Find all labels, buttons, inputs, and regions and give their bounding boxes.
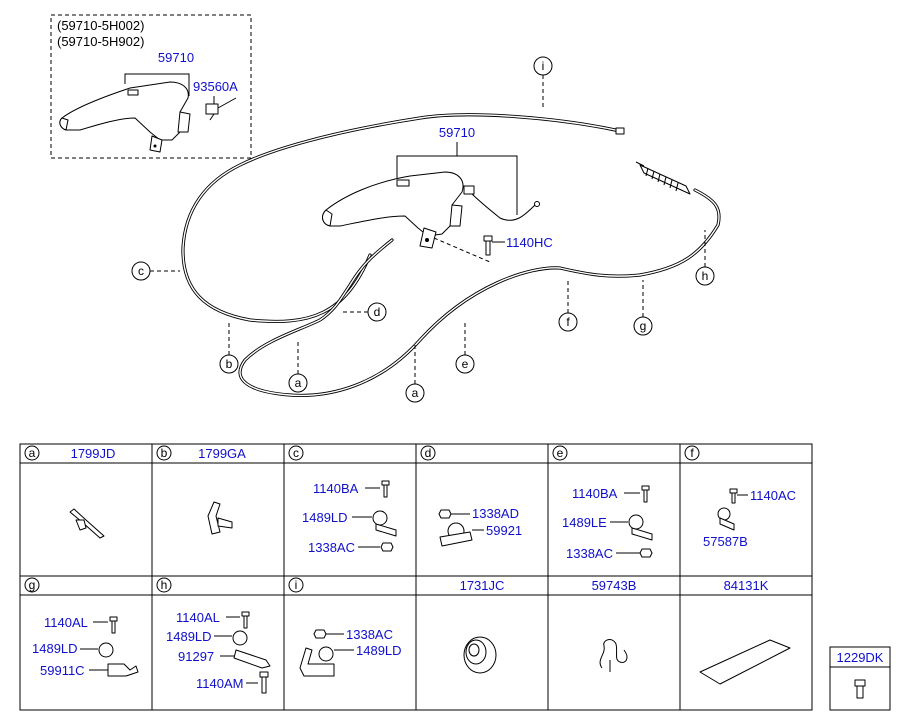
cell-e-letter: e bbox=[557, 446, 564, 460]
cell-c-label-3[interactable]: 1338AC bbox=[308, 540, 355, 555]
cell-i-letter: i bbox=[295, 578, 298, 592]
cell-1731jc-grommet-shape bbox=[463, 636, 497, 674]
cell-g-label-3[interactable]: 59911C bbox=[40, 663, 85, 678]
main-bolt-part-label[interactable]: 1140HC bbox=[506, 235, 553, 250]
cell-b-part[interactable]: 1799GA bbox=[198, 446, 246, 461]
cell-h-label-4[interactable]: 1140AM bbox=[196, 676, 243, 691]
cell-f-label-2[interactable]: 57587B bbox=[703, 534, 748, 549]
callout-h[interactable]: h bbox=[702, 269, 709, 283]
callout-b[interactable]: b bbox=[226, 357, 233, 371]
alt-part-number-1: (59710-5H002) bbox=[57, 18, 144, 33]
cell-i: 1338AC 1489LD bbox=[299, 627, 402, 677]
callout-a-2[interactable]: a bbox=[412, 386, 419, 400]
cell-84131k-part[interactable]: 84131K bbox=[724, 578, 769, 593]
callout-g[interactable]: g bbox=[640, 319, 647, 333]
cell-g-label-1[interactable]: 1140AL bbox=[44, 615, 88, 630]
cell-c-label-2[interactable]: 1489LD bbox=[302, 510, 348, 525]
cell-b-strap-shape bbox=[207, 501, 233, 535]
cell-f-letter: f bbox=[690, 446, 694, 460]
cell-c-label-1[interactable]: 1140BA bbox=[313, 481, 359, 496]
callout-c[interactable]: c bbox=[138, 264, 144, 278]
cell-b-letter: b bbox=[161, 446, 168, 460]
cell-h-letter: h bbox=[161, 578, 168, 592]
cell-h: 1140AL 1489LD 91297 1140AM bbox=[166, 610, 271, 694]
cell-e-label-3[interactable]: 1338AC bbox=[566, 546, 613, 561]
extra-1229dk-box: 1229DK bbox=[829, 646, 891, 711]
cell-59743b-part[interactable]: 59743B bbox=[592, 578, 637, 593]
table-row-1-headers: a 1799JD b 1799GA c d e f bbox=[24, 445, 700, 461]
cell-a-letter: a bbox=[29, 446, 36, 460]
parts-table: a 1799JD b 1799GA c d e f g h i 1731JC 5… bbox=[19, 443, 891, 711]
cell-d: 1338AD 59921 bbox=[438, 506, 522, 547]
cell-84131k-tape-shape bbox=[699, 639, 791, 685]
cell-f-label-1[interactable]: 1140AC bbox=[750, 488, 796, 503]
main-lever-assembly: 59710 1140HC bbox=[322, 125, 553, 263]
cell-h-label-2[interactable]: 1489LD bbox=[166, 629, 212, 644]
cell-h-label-3[interactable]: 91297 bbox=[178, 649, 214, 664]
cell-f: 1140AC 57587B bbox=[703, 488, 796, 549]
cell-e: 1140BA 1489LE 1338AC bbox=[562, 485, 653, 561]
cell-1731jc-part[interactable]: 1731JC bbox=[460, 578, 505, 593]
alt-part-number-2: (59710-5H902) bbox=[57, 34, 144, 49]
cell-a-clip-shape bbox=[69, 508, 105, 539]
table-row-2-headers: g h i 1731JC 59743B 84131K bbox=[24, 577, 769, 593]
cell-g: 1140AL 1489LD 59911C bbox=[32, 615, 139, 678]
cell-d-label-1[interactable]: 1338AD bbox=[472, 506, 519, 521]
cell-a-part[interactable]: 1799JD bbox=[71, 446, 116, 461]
callout-i[interactable]: i bbox=[542, 59, 545, 73]
cell-h-label-1[interactable]: 1140AL bbox=[176, 610, 220, 625]
cable-routing bbox=[181, 113, 721, 398]
detail-lever-part-label[interactable]: 59710 bbox=[158, 50, 194, 65]
cell-g-letter: g bbox=[29, 578, 36, 592]
cell-c: 1140BA 1489LD 1338AC bbox=[302, 480, 397, 555]
extra-1229dk-part[interactable]: 1229DK bbox=[837, 650, 884, 665]
cable-end-fitting bbox=[635, 161, 691, 195]
cell-d-letter: d bbox=[425, 446, 432, 460]
cell-i-label-1[interactable]: 1338AC bbox=[346, 627, 393, 642]
main-lever-part-label[interactable]: 59710 bbox=[439, 125, 475, 140]
callout-a-1[interactable]: a bbox=[295, 376, 302, 390]
callouts: i c b d a a e f g h bbox=[131, 56, 715, 403]
bolt-1140hc-shape bbox=[483, 235, 493, 256]
cell-d-label-2[interactable]: 59921 bbox=[486, 523, 522, 538]
cell-59743b-clip-shape bbox=[599, 639, 628, 672]
callout-f[interactable]: f bbox=[566, 315, 570, 329]
callout-d[interactable]: d bbox=[374, 305, 381, 319]
callout-e[interactable]: e bbox=[462, 357, 469, 371]
detail-switch-part-label[interactable]: 93560A bbox=[193, 79, 238, 94]
cell-i-label-2[interactable]: 1489LD bbox=[356, 643, 402, 658]
detail-lever-shape bbox=[59, 81, 191, 153]
detail-box: (59710-5H002) (59710-5H902) 59710 93560A bbox=[50, 14, 252, 159]
cell-e-label-1[interactable]: 1140BA bbox=[572, 486, 618, 501]
cell-c-letter: c bbox=[293, 446, 299, 460]
cell-e-label-2[interactable]: 1489LE bbox=[562, 515, 607, 530]
detail-switch-shape bbox=[205, 97, 237, 121]
cell-g-label-2[interactable]: 1489LD bbox=[32, 641, 78, 656]
